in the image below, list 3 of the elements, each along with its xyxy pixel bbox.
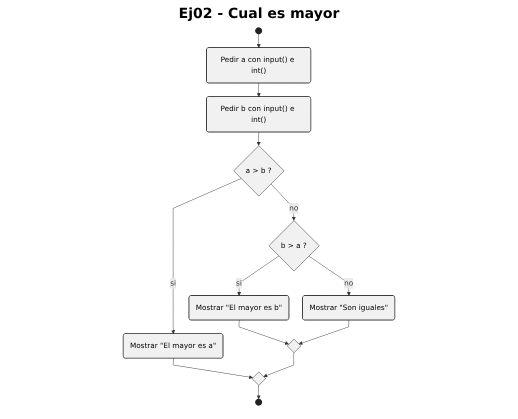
diagram-title: Ej02 - Cual es mayor (178, 6, 340, 22)
node-diamond (252, 372, 266, 386)
node-diamond (287, 338, 302, 353)
